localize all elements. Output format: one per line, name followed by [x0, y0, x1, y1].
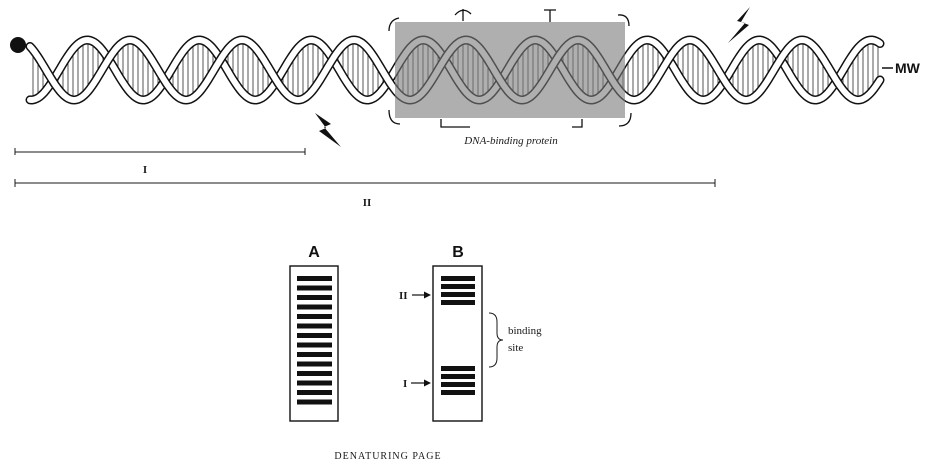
protein-label: DNA-binding protein	[463, 135, 558, 147]
cleavage-bolt-right	[728, 7, 750, 43]
gel-b-marker-i-label: I	[403, 378, 407, 390]
fragment-ii-label: II	[363, 197, 372, 209]
gel-b-label: B	[452, 244, 464, 261]
end-label-dot	[10, 37, 26, 53]
gel-b-band	[441, 284, 475, 289]
gel-b-marker-i-arrow	[411, 380, 431, 387]
binding-site-label-line2: site	[508, 342, 523, 354]
gel-b-marker-ii-label: II	[399, 290, 408, 302]
gel-b-band	[441, 366, 475, 371]
gel-a-band	[297, 400, 332, 405]
gel-a-band	[297, 352, 332, 357]
gel-a-band	[297, 343, 332, 348]
gel-a-band	[297, 333, 332, 338]
gel-b-marker-ii-arrow	[412, 292, 431, 299]
gel-a-band	[297, 324, 332, 329]
gel-b-band	[441, 374, 475, 379]
binding-site-label-line1: binding	[508, 325, 542, 337]
cleavage-bolt-left	[315, 113, 341, 147]
gel-a-band	[297, 381, 332, 386]
gel-a-band	[297, 362, 332, 367]
gel-b-band	[441, 276, 475, 281]
gel-b-band	[441, 382, 475, 387]
gel-a-band	[297, 295, 332, 300]
gel-caption: DENATURING PAGE	[334, 451, 441, 462]
mw-label: MW	[895, 60, 921, 76]
gel-b-band	[441, 300, 475, 305]
gel-a-band	[297, 286, 332, 291]
gel-a-label: A	[308, 244, 320, 261]
contact-mark-top-1	[455, 9, 471, 21]
gel-b-band	[441, 390, 475, 395]
gel-a-band	[297, 371, 332, 376]
gel-b-band	[441, 292, 475, 297]
gel-a-band	[297, 276, 332, 281]
fragment-i-label: I	[143, 164, 147, 176]
dna-binding-protein-box	[395, 22, 625, 118]
gel-a-band	[297, 305, 332, 310]
gel-a-band	[297, 314, 332, 319]
gel-b-lane	[433, 266, 482, 421]
fragment-i-bar	[15, 148, 305, 155]
contact-mark-top-2	[544, 10, 556, 22]
gel-a-band	[297, 390, 332, 395]
fragment-ii-bar	[15, 179, 715, 187]
contact-mark-bottom-bracket	[441, 119, 582, 127]
binding-site-brace	[489, 313, 503, 367]
